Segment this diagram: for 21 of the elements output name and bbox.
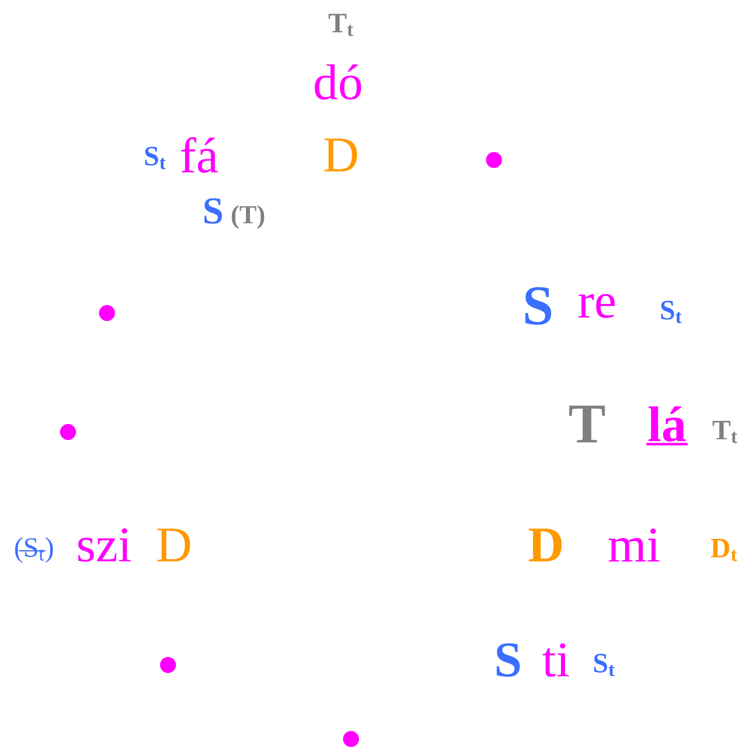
function-letter: S — [204, 198, 222, 224]
function-letter: (T) — [232, 205, 264, 229]
function-letter: S$_{t}$ — [661, 300, 682, 324]
solfege-syllable: dó — [314, 64, 362, 100]
function-letter: S — [525, 287, 552, 325]
function-letter: D — [324, 138, 358, 172]
function-letter: D$_{t}$ — [710, 538, 738, 562]
solfege-syllable: szi — [78, 528, 131, 562]
function-letter: D — [157, 528, 190, 562]
solfege-syllable: lá — [646, 406, 688, 446]
function-letter: T$_{t}$ — [328, 14, 354, 36]
solfege-syllable: mi — [608, 528, 660, 562]
function-letter: S$_{t}$ — [145, 146, 166, 170]
function-letter: T$_{t}$ — [712, 420, 738, 444]
function-letter: T — [569, 406, 605, 442]
solfege-syllable: ti — [542, 643, 569, 677]
solfege-syllable: re — [578, 294, 615, 318]
function-letter: S$_{t}$ — [594, 654, 615, 676]
function-letter: D — [528, 528, 562, 562]
solfege-syllable: fá — [181, 137, 218, 173]
function-letter: S — [496, 643, 520, 677]
